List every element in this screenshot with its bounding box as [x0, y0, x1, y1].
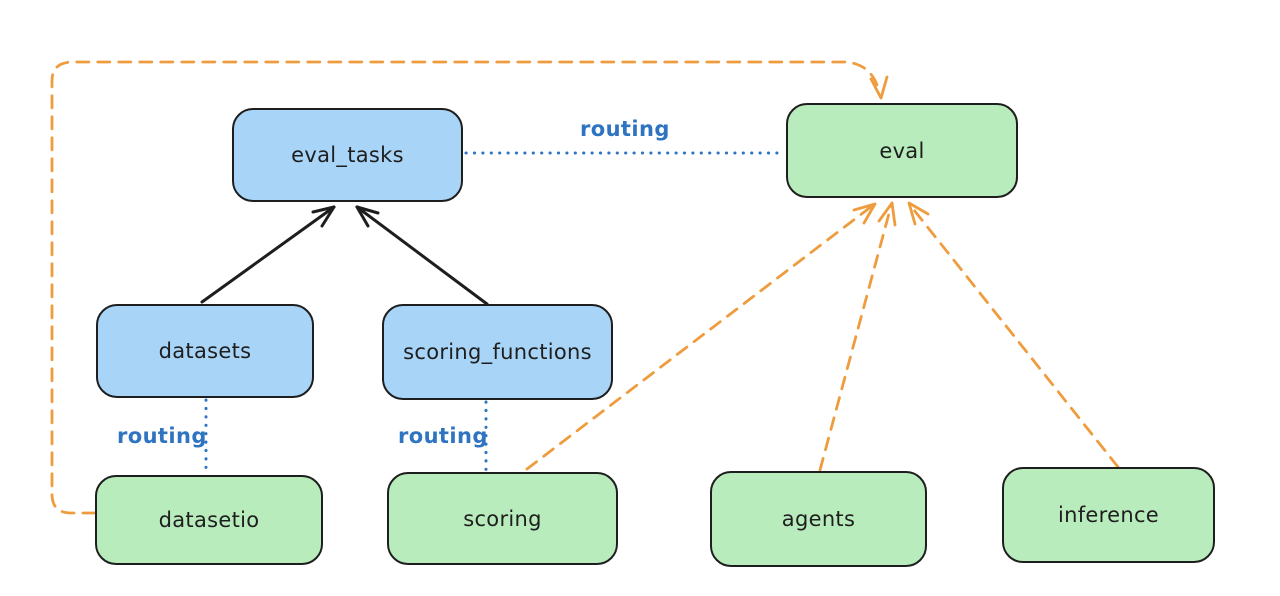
node-eval: eval [786, 103, 1018, 198]
node-label: inference [1057, 503, 1160, 527]
node-label: scoring [463, 506, 542, 531]
edge-agents-to-eval-arrowhead [877, 201, 897, 227]
node-label: eval [879, 138, 925, 163]
edge-scoring-to-eval-arrowhead [852, 202, 877, 225]
node-label: datasetio [158, 508, 260, 532]
edge-inference-to-eval-arrowhead [907, 201, 930, 226]
edge-label-routing-scoring: routing [398, 424, 488, 448]
node-scoring-functions: scoring_functions [382, 304, 613, 400]
edge-scoring-functions-to-eval-tasks [355, 205, 489, 306]
node-datasets: datasets [96, 304, 314, 398]
edge-datasetio-to-eval [50, 60, 882, 515]
node-inference: inference [1002, 467, 1215, 563]
edge-datasets-to-eval-tasks [200, 205, 336, 304]
edge-label-routing-top: routing [580, 117, 670, 141]
edge-scoring-functions-to-eval-tasks-arrowhead [355, 205, 380, 228]
edge-scoring-to-eval [525, 204, 874, 471]
node-label: agents [781, 507, 856, 531]
edge-datasets-to-eval-tasks-arrowhead [311, 205, 336, 228]
edge-agents-to-eval [818, 204, 893, 472]
node-label: eval_tasks [291, 143, 404, 167]
node-label: datasets [158, 339, 252, 363]
node-agents: agents [710, 471, 927, 567]
edge-label-routing-datasets: routing [117, 424, 207, 448]
edge-inference-to-eval [908, 203, 1120, 469]
node-scoring: scoring [387, 472, 618, 565]
node-label: scoring_functions [403, 340, 592, 364]
node-eval-tasks: eval_tasks [232, 108, 463, 202]
node-datasetio: datasetio [95, 475, 323, 565]
edge-datasetio-to-eval-arrowhead [869, 75, 889, 100]
